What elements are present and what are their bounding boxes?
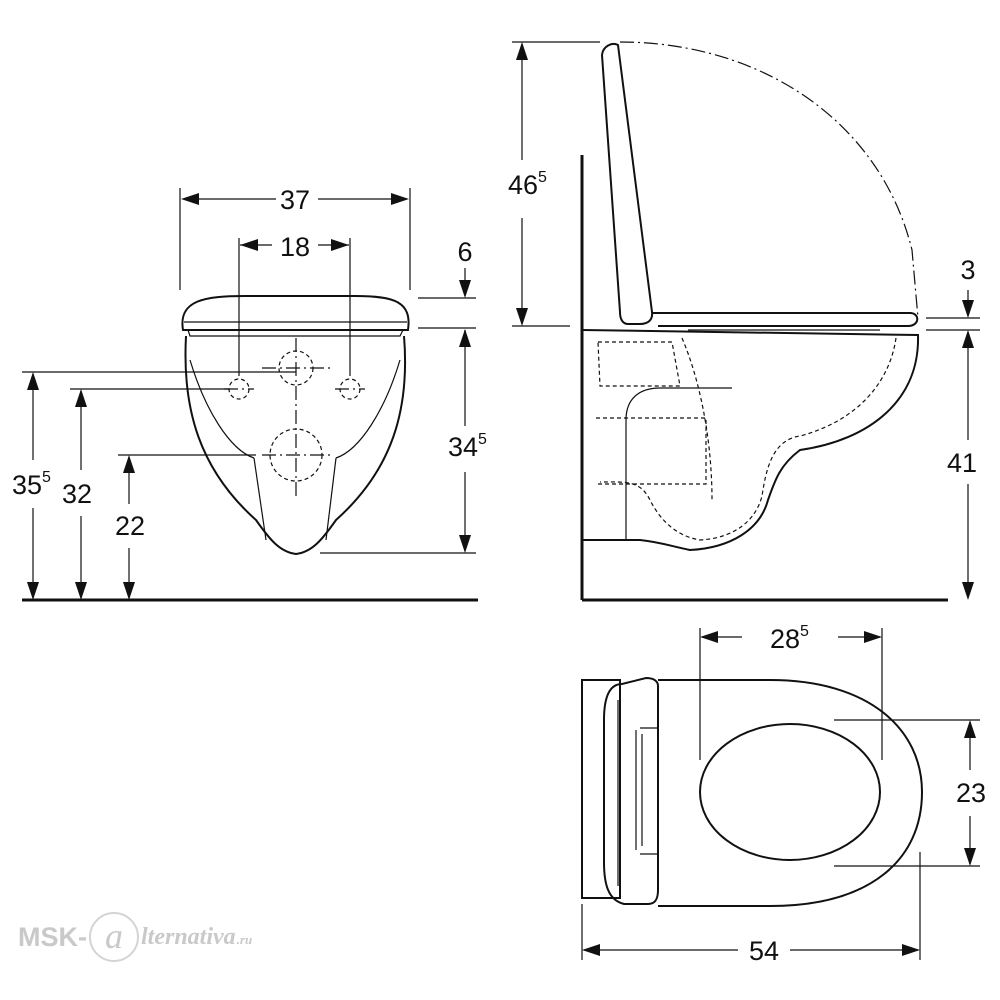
label-top-seat-length: 285 bbox=[770, 623, 809, 654]
label-front-height-total: 355 bbox=[12, 469, 51, 500]
watermark-prefix: MSK- bbox=[18, 921, 87, 952]
top-view: 285 23 54 bbox=[581, 623, 986, 966]
front-seat bbox=[181, 295, 410, 331]
watermark: MSK- a lternativa .ru bbox=[18, 912, 252, 962]
side-lid-swing-arc bbox=[619, 41, 919, 319]
watermark-script: lternativa bbox=[141, 923, 236, 950]
top-seat-outline bbox=[603, 676, 659, 905]
label-front-seat-thickness: 6 bbox=[457, 237, 472, 267]
label-front-height-bolts: 32 bbox=[62, 479, 92, 509]
side-view: 465 3 41 bbox=[508, 41, 980, 602]
label-side-lid-height: 465 bbox=[508, 169, 547, 200]
label-top-projection: 54 bbox=[749, 936, 779, 966]
label-outlet-spacing: 18 bbox=[280, 232, 310, 262]
front-view: 37 18 6 345 355 32 22 bbox=[12, 185, 487, 602]
label-front-bowl-height: 345 bbox=[448, 431, 487, 462]
top-seat-opening bbox=[699, 723, 881, 861]
watermark-domain: .ru bbox=[236, 932, 253, 947]
top-bowl-outline bbox=[658, 679, 924, 907]
label-top-width: 23 bbox=[956, 778, 986, 808]
label-front-width: 37 bbox=[280, 185, 310, 215]
label-side-seat-thickness: 3 bbox=[960, 255, 975, 285]
side-raised-lid bbox=[600, 43, 654, 325]
top-wall-plate bbox=[581, 679, 621, 899]
label-side-rim-height: 41 bbox=[947, 448, 977, 478]
side-seat bbox=[652, 312, 919, 327]
side-bowl bbox=[581, 329, 920, 552]
front-bowl bbox=[184, 335, 407, 556]
watermark-at-logo: a bbox=[89, 912, 139, 962]
label-front-height-drain: 22 bbox=[115, 511, 145, 541]
